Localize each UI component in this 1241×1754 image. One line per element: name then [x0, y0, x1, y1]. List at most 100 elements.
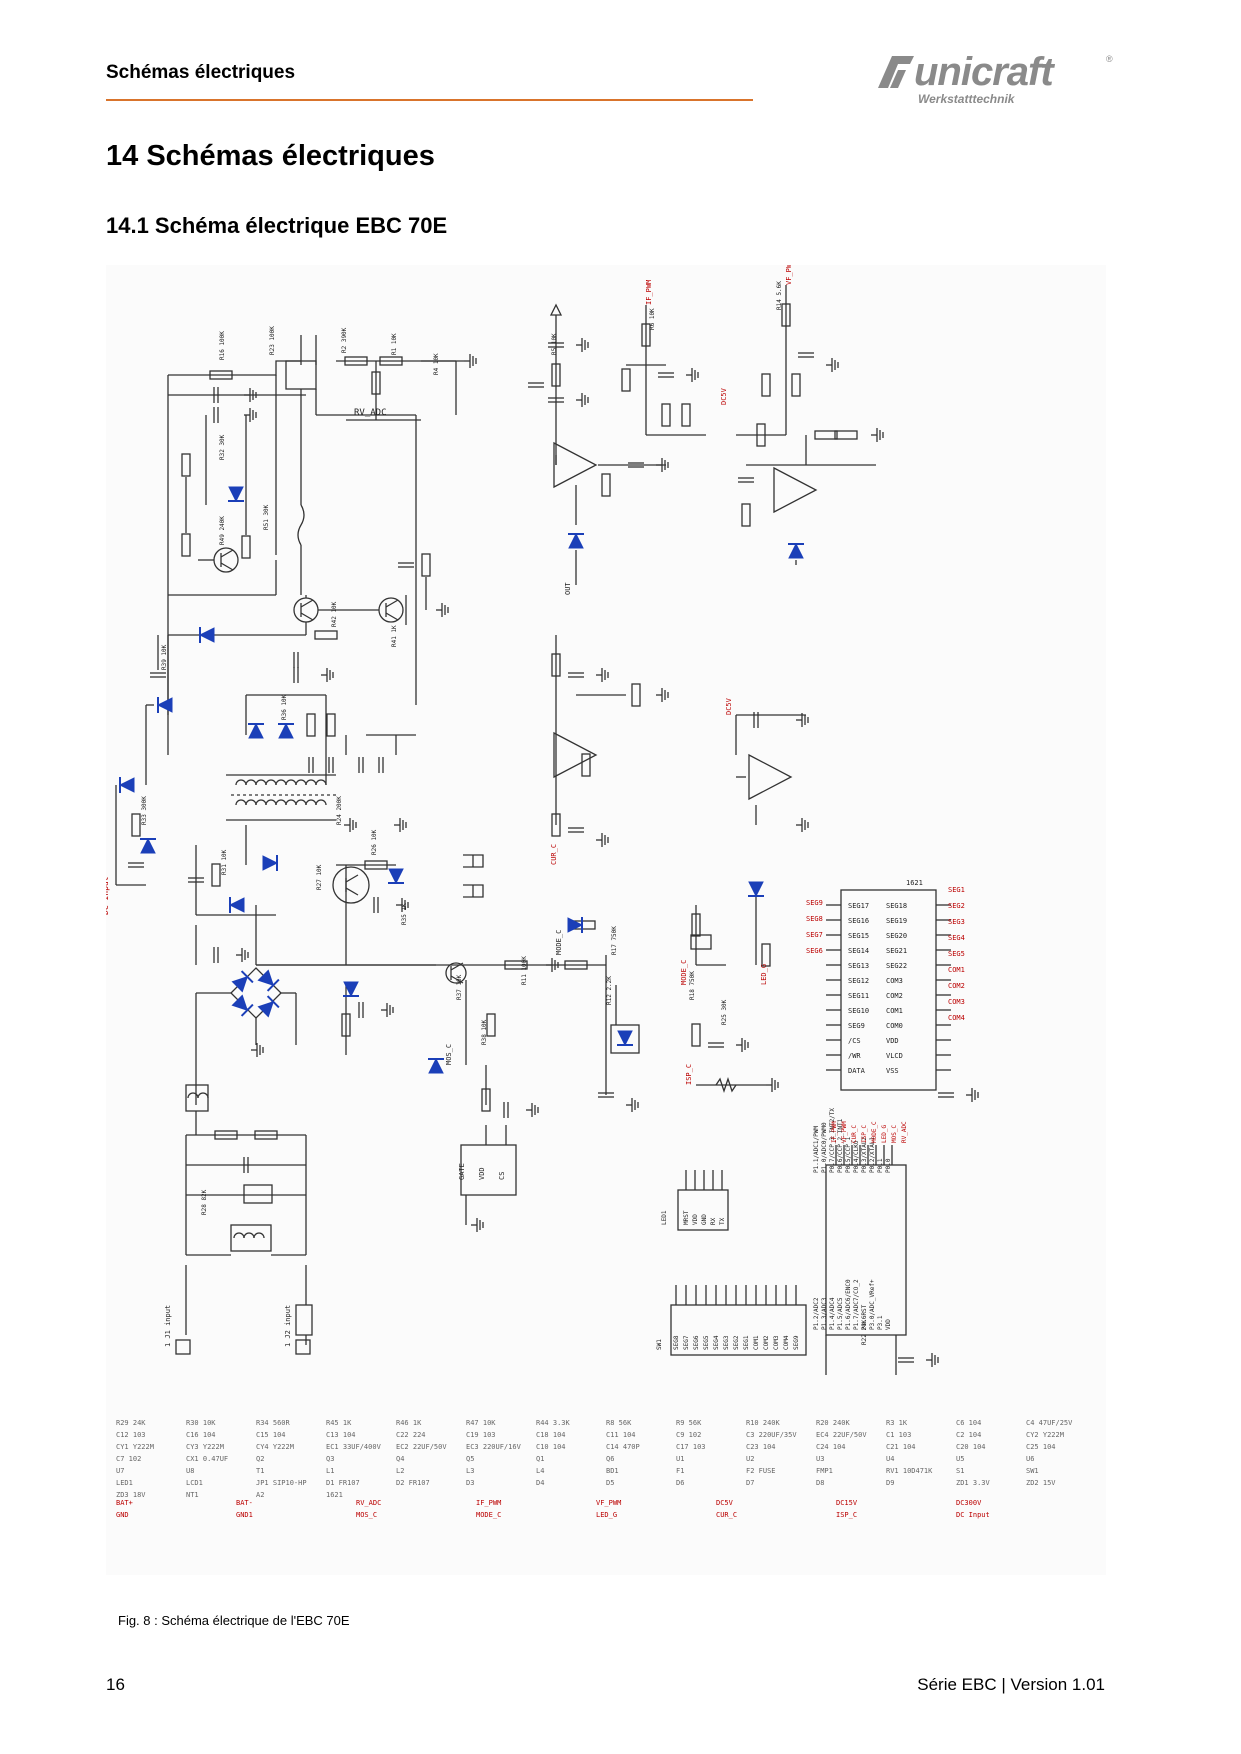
- logo-subtitle: Werkstatttechnik: [918, 92, 1015, 106]
- fuse-symbol: [295, 1304, 313, 1336]
- pin-label: COM3: [773, 1335, 780, 1350]
- net-label: IF_PWM: [476, 1499, 501, 1507]
- diode-symbol: [198, 627, 215, 643]
- pin-label: SEG10: [848, 1007, 869, 1015]
- component-label: R9 56K: [676, 1419, 702, 1427]
- net-label: ISP_C: [685, 1064, 693, 1085]
- component-label: R41 1K: [391, 625, 398, 647]
- component-label: D3: [466, 1479, 474, 1487]
- pin-label: SEG2: [733, 1335, 740, 1350]
- component-label: D9: [886, 1479, 894, 1487]
- figure-caption: Fig. 8 : Schéma électrique de l'EBC 70E: [118, 1613, 350, 1628]
- inductor-symbol: [253, 1232, 265, 1239]
- pin-label: P0.6/CCP_2_INT1: [837, 1118, 844, 1173]
- connector-j1: [175, 1339, 191, 1355]
- component-label: L2: [396, 1467, 404, 1475]
- resistor-symbol: [791, 373, 801, 397]
- resistor-symbol: [486, 1013, 496, 1037]
- transistor-symbol: [385, 599, 399, 608]
- inductor-symbol: [315, 799, 327, 806]
- component-label: RV1 10D471K: [886, 1467, 933, 1475]
- resistor-symbol: [551, 813, 561, 837]
- ic-symbol: [825, 1164, 907, 1336]
- component-label: C21 104: [886, 1443, 916, 1451]
- net-label: SEG9: [806, 899, 823, 907]
- component-label: C16 104: [186, 1431, 216, 1439]
- pin-label: COM3: [886, 977, 903, 985]
- component-label: R32 30K: [219, 434, 226, 460]
- resistor-symbol: [761, 943, 771, 967]
- component-label: R44 3.3K: [536, 1419, 571, 1427]
- net-label: MODE_C: [555, 930, 563, 955]
- resistor-symbol: [551, 363, 561, 387]
- net-label: COM4: [948, 1014, 965, 1022]
- pin-label: SEG21: [886, 947, 907, 955]
- pin-label: P0.1: [877, 1158, 884, 1173]
- transistor-symbol: [293, 597, 319, 623]
- pin-label: COM1: [753, 1335, 760, 1350]
- pin-label: RX: [710, 1217, 717, 1225]
- pin-label: SEG8: [673, 1335, 680, 1350]
- net-label: OUT: [564, 582, 572, 595]
- opamp-symbol: [748, 753, 793, 801]
- component-label: R16 100K: [219, 331, 226, 360]
- pin-label: SEG18: [886, 902, 907, 910]
- pin-label: SEG20: [886, 932, 907, 940]
- component-label: C4 47UF/25V: [1026, 1419, 1073, 1427]
- pin-label: VSS: [886, 1067, 899, 1075]
- diode-symbol: [231, 994, 254, 1017]
- pin-label: SEG11: [848, 992, 869, 1000]
- component-label: BD1: [606, 1467, 619, 1475]
- net-label: VF_PWM: [841, 1121, 848, 1143]
- component-label: C3 220UF/35V: [746, 1431, 797, 1439]
- diode-symbol: [788, 542, 804, 559]
- net-label: DC Input: [106, 876, 110, 915]
- net-label: MODE_C: [476, 1511, 501, 1519]
- net-label: CUR_C: [716, 1511, 737, 1519]
- component-label: C11 104: [606, 1431, 636, 1439]
- pin-label: SEG17: [848, 902, 869, 910]
- pin-label: SEG12: [848, 977, 869, 985]
- component-label: U2: [746, 1455, 754, 1463]
- thermistor-symbol: [715, 1076, 737, 1094]
- component-label: R8 56K: [606, 1419, 632, 1427]
- net-label: SEG2: [948, 902, 965, 910]
- component-label: U7: [116, 1467, 124, 1475]
- ic-symbol: [230, 1224, 272, 1252]
- component-label: R37 10K: [456, 974, 463, 1000]
- component-label: C17 103: [676, 1443, 706, 1451]
- component-label: EC1 33UF/400V: [326, 1443, 382, 1451]
- resistor-symbol: [781, 303, 791, 327]
- component-label: R17 750K: [611, 926, 618, 955]
- component-label: C24 104: [816, 1443, 846, 1451]
- transistor-symbol: [332, 866, 370, 904]
- brand-logo: unicraft ® Werkstatttechnik: [870, 50, 1113, 110]
- pin-label: DATA: [848, 1067, 866, 1075]
- component-label: Q1: [536, 1455, 544, 1463]
- net-label: IF_PWM: [831, 1121, 838, 1143]
- diode-symbol: [428, 1057, 444, 1074]
- component-label: Q6: [606, 1455, 614, 1463]
- component-label: R38 10K: [481, 1019, 488, 1045]
- resistor-symbol: [631, 683, 641, 707]
- component-label: D8: [816, 1479, 824, 1487]
- pin-label: /CS: [848, 1037, 861, 1045]
- resistor-symbol: [741, 503, 751, 527]
- transistor-symbol: [345, 874, 359, 883]
- footer-series: Série EBC | Version 1.01: [917, 1675, 1105, 1694]
- diode-symbol: [118, 777, 135, 793]
- component-label: EC4 22UF/50V: [816, 1431, 867, 1439]
- component-label: R30 10K: [186, 1419, 216, 1427]
- resistor-symbol: [661, 403, 671, 427]
- component-label: C6 104: [956, 1419, 981, 1427]
- pin-label: /WR: [848, 1052, 861, 1060]
- resistor-symbol: [421, 553, 431, 577]
- pin-label: P0.0: [885, 1158, 892, 1173]
- component-label: ZD2 15V: [1026, 1479, 1056, 1487]
- pin-label: P3.1: [877, 1315, 884, 1330]
- component-label: R6 10K: [649, 308, 656, 330]
- component-label: LED1: [661, 1210, 668, 1225]
- net-label: SEG7: [806, 931, 823, 939]
- component-label: C12 103: [116, 1431, 146, 1439]
- header-title: Schémas électriques: [106, 62, 296, 83]
